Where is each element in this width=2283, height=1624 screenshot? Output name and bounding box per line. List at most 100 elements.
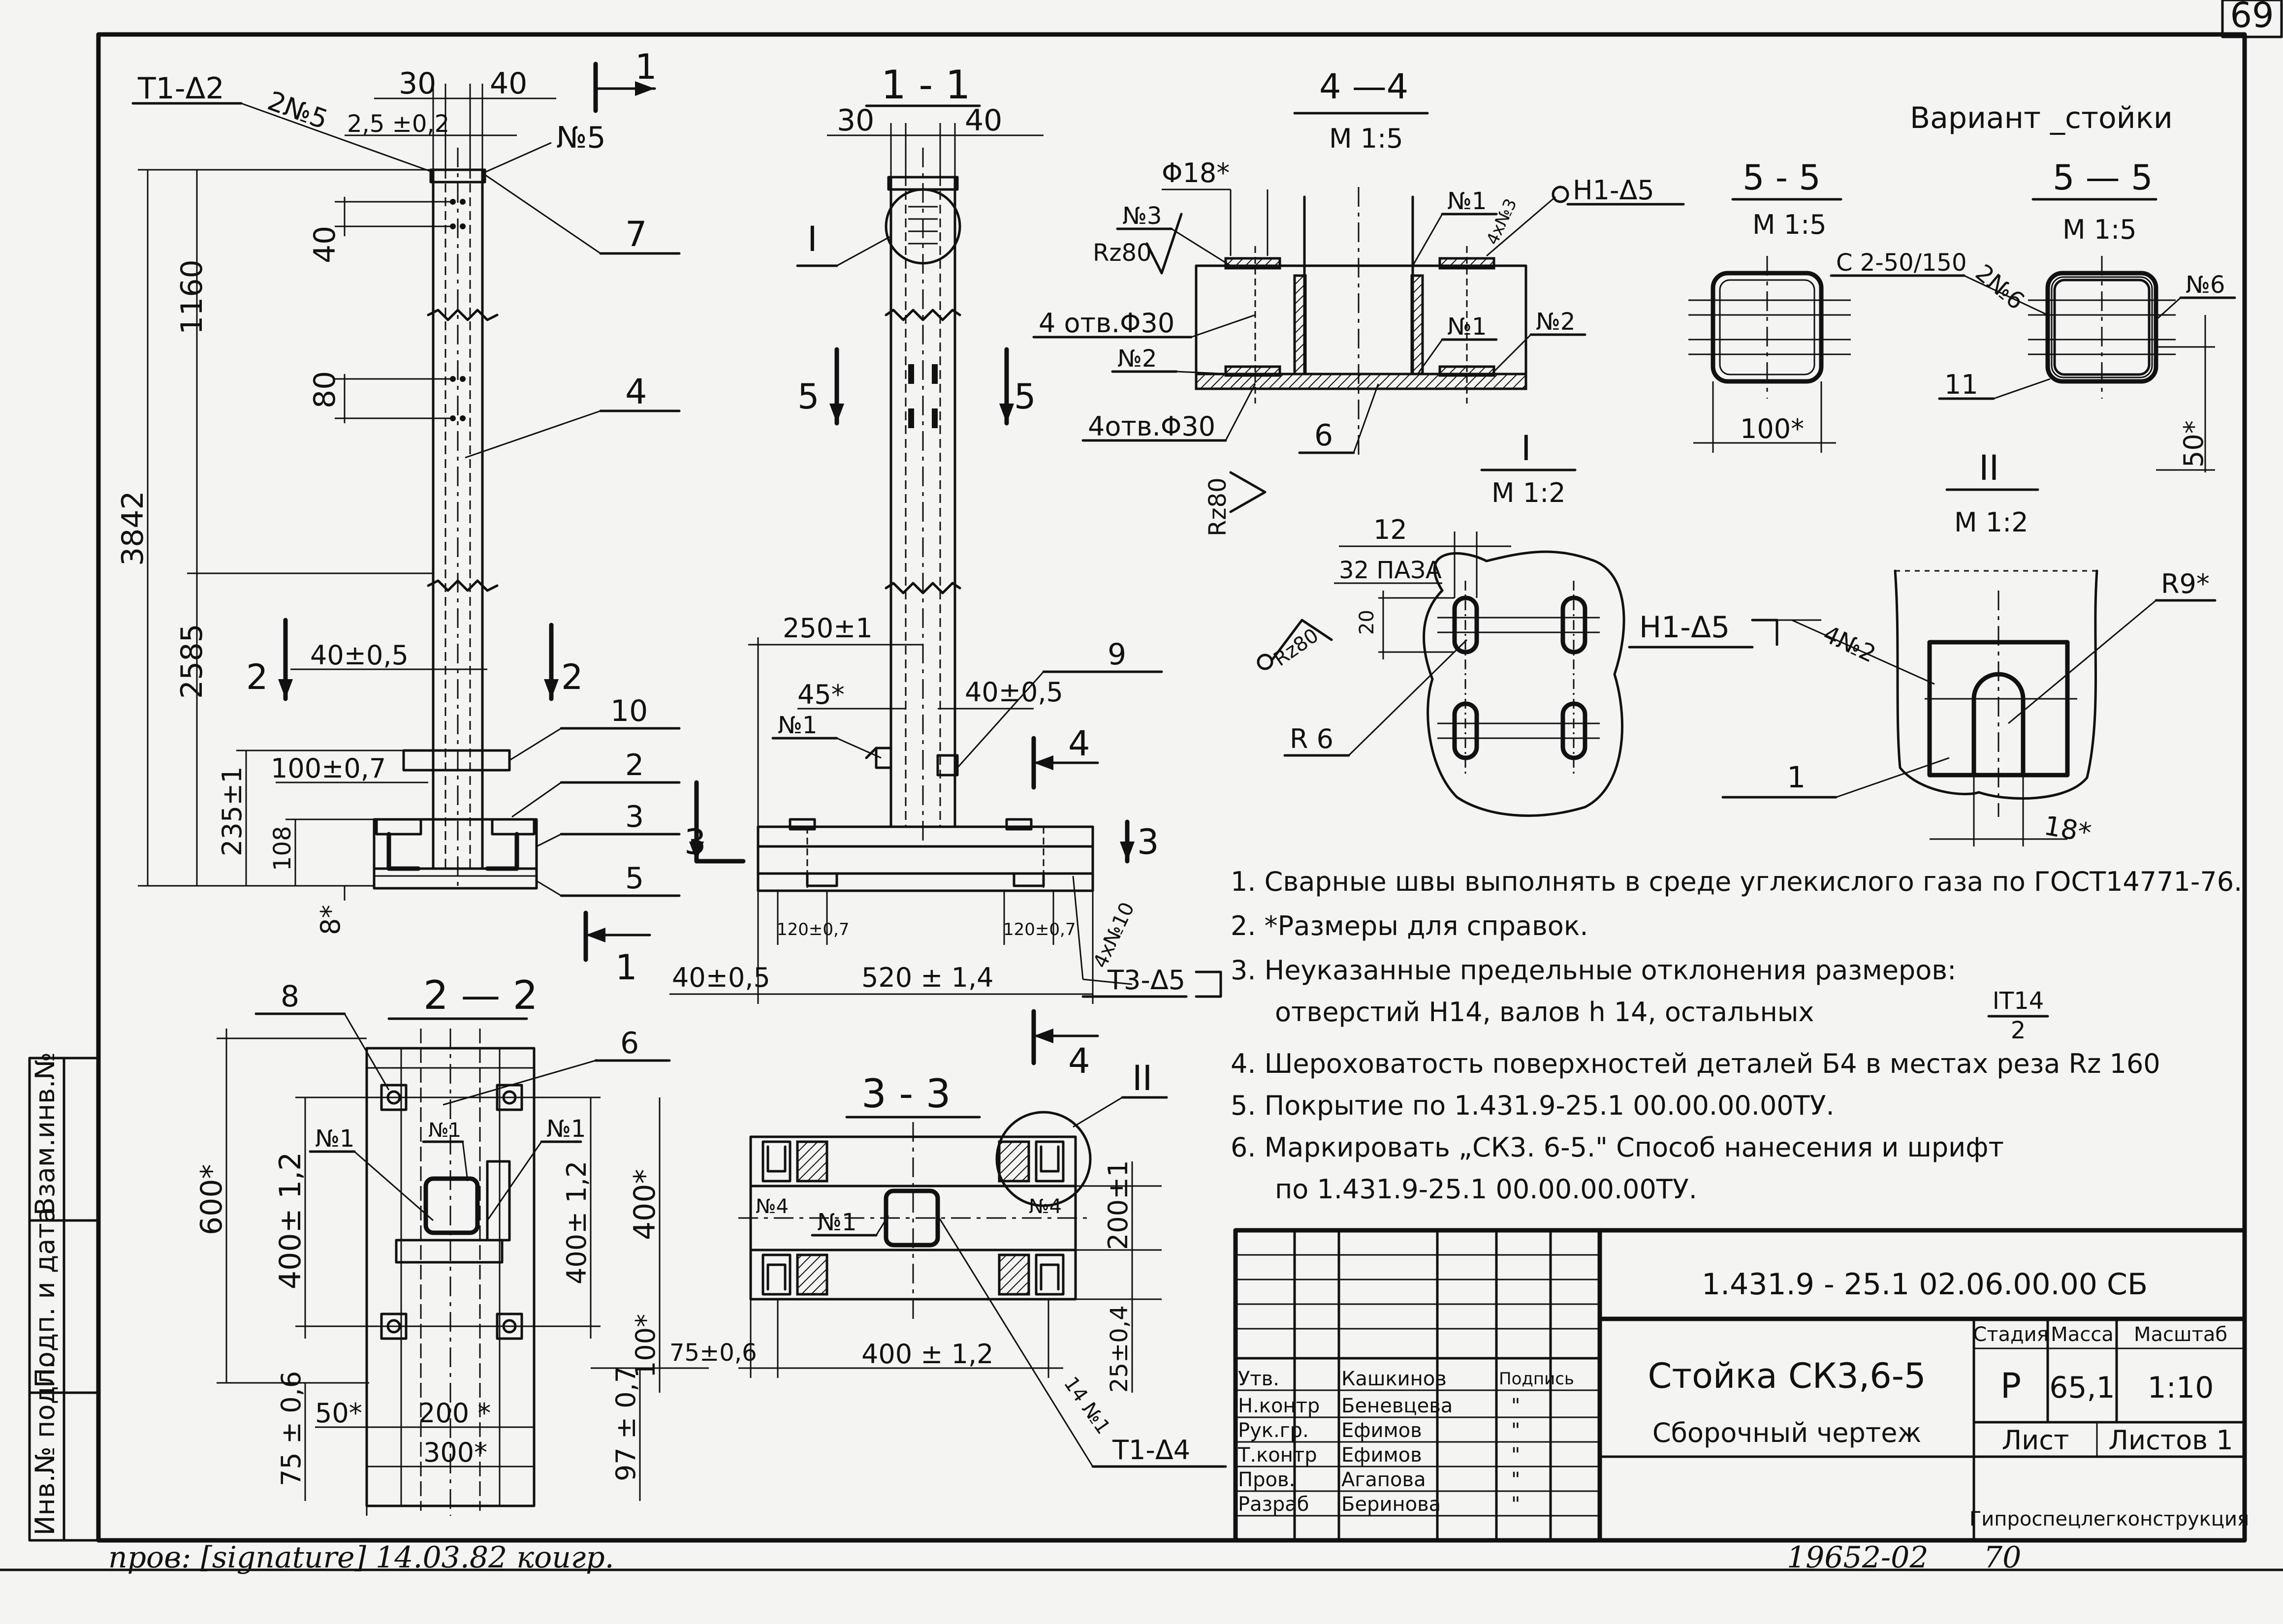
svg-text:Стадия: Стадия — [1973, 1323, 2048, 1346]
note-6: 6. Маркировать „СК3. 6-5." Способ нанесе… — [1231, 1132, 2004, 1163]
section-5-5-b: 5 — 5 М 1:5 С 2-50/150 2№6 №6 11 50* — [1830, 157, 2236, 472]
svg-text:Rz80: Rz80 — [1093, 239, 1152, 267]
svg-text:№1: №1 — [817, 1209, 856, 1236]
svg-text:Т.контр: Т.контр — [1237, 1444, 1317, 1467]
svg-text:Ефимов: Ефимов — [1341, 1444, 1422, 1467]
note-1: 1. Сварные швы выполнять в среде углекис… — [1231, 866, 2242, 897]
section-1-1-title: 1 - 1 — [881, 62, 971, 108]
svg-text:№1: №1 — [428, 1119, 461, 1142]
svg-text:Рук.гр.: Рук.гр. — [1238, 1419, 1309, 1442]
svg-text:М 1:5: М 1:5 — [1329, 123, 1403, 154]
svg-text:№2: №2 — [1117, 345, 1157, 373]
svg-text:2,5 ±0,2: 2,5 ±0,2 — [347, 110, 449, 138]
svg-text:10: 10 — [610, 694, 648, 728]
svg-text:25±0,4: 25±0,4 — [1106, 1305, 1133, 1393]
svg-text:75 ± 0,6: 75 ± 0,6 — [276, 1371, 307, 1486]
svg-text:2 — 2: 2 — 2 — [423, 972, 538, 1018]
svg-text:400± 1,2: 400± 1,2 — [561, 1161, 592, 1284]
svg-text:": " — [1511, 1395, 1520, 1417]
note-5: 5. Покрытие по 1.431.9-25.1 00.00.00.00Т… — [1231, 1090, 1835, 1121]
svg-text:Разраб: Разраб — [1238, 1493, 1309, 1516]
svg-text:11: 11 — [1944, 369, 1978, 400]
note-4: 4. Шероховатость поверхностей деталей Б4… — [1231, 1048, 2160, 1079]
title-doc-type: Сборочный чертеж — [1652, 1417, 1921, 1448]
svg-text:2№6: 2№6 — [1970, 259, 2029, 315]
svg-text:Кашкинов: Кашкинов — [1341, 1368, 1447, 1390]
svg-text:Rz80: Rz80 — [1204, 477, 1232, 536]
svg-text:№3: №3 — [1122, 202, 1162, 230]
svg-text:№1: №1 — [1447, 313, 1487, 341]
svg-text:2585: 2585 — [175, 624, 209, 699]
svg-text:12: 12 — [1373, 514, 1407, 545]
svg-text:": " — [1511, 1444, 1520, 1467]
title-block: 1.431.9 - 25.1 02.06.00.00 СБ Стойка СК3… — [1233, 1228, 2249, 1543]
svg-text:600*: 600* — [194, 1164, 229, 1235]
note-3: 3. Неуказанные предельные отклонения раз… — [1231, 955, 1956, 986]
svg-text:Φ18*: Φ18* — [1162, 157, 1230, 188]
section-4-4: 4 —4 М 1:5 Φ18* №3 Rz80 4 отв.Φ30 №2 4от… — [1032, 66, 1685, 536]
svg-text:75±0,6: 75±0,6 — [669, 1339, 757, 1367]
stamp-inv: Инв.№ подл. — [30, 1361, 61, 1535]
svg-text:40±0,5: 40±0,5 — [965, 677, 1063, 708]
svg-text:С 2-50/150: С 2-50/150 — [1836, 249, 1967, 277]
svg-text:№1: №1 — [546, 1115, 586, 1143]
stamp-replace: Взам.инв.№ — [30, 1052, 61, 1216]
svg-text:3: 3 — [684, 822, 706, 862]
svg-text:200 *: 200 * — [418, 1398, 491, 1429]
svg-text:9: 9 — [1108, 637, 1126, 672]
note-2: 2. *Размеры для справок. — [1231, 910, 1588, 941]
archive-number: 19652-02 — [1787, 1540, 1929, 1575]
svg-text:Масса: Масса — [2051, 1323, 2114, 1346]
svg-text:№1: №1 — [1447, 187, 1487, 215]
svg-text:Т1-Δ4: Т1-Δ4 — [1112, 1435, 1190, 1466]
svg-text:32 ПАЗА: 32 ПАЗА — [1339, 557, 1442, 584]
svg-text:520 ± 1,4: 520 ± 1,4 — [861, 962, 994, 993]
svg-text:2№5: 2№5 — [264, 85, 332, 135]
svg-text:I: I — [807, 219, 818, 259]
svg-text:4: 4 — [625, 372, 647, 412]
svg-text:100*: 100* — [630, 1314, 661, 1378]
svg-text:Листов 1: Листов 1 — [2108, 1425, 2233, 1456]
svg-text:Лист: Лист — [2002, 1425, 2069, 1456]
svg-text:№2: №2 — [1536, 308, 1575, 336]
section-2-2: 2 — 2 8 6 №1 №1 №1 600* 400± 1,2 — [194, 972, 757, 1516]
svg-text:2: 2 — [561, 657, 583, 697]
svg-text:4: 4 — [1068, 723, 1090, 764]
section-3-3: 3 - 3 II №4 №1 №4 200±1 25±0,4 400 ± — [738, 1058, 1227, 1468]
svg-text:№4: №4 — [1029, 1195, 1062, 1218]
svg-text:1: 1 — [635, 47, 657, 87]
stamp-sign: Подп. и дата — [30, 1207, 61, 1388]
svg-text:Н.контр: Н.контр — [1238, 1395, 1320, 1417]
note-6b: по 1.431.9-25.1 00.00.00.00ТУ. — [1275, 1174, 1697, 1205]
svg-text:5 - 5: 5 - 5 — [1743, 157, 1821, 198]
svg-text:4х№10: 4х№10 — [1089, 899, 1139, 971]
svg-text:40±0,5: 40±0,5 — [672, 962, 770, 993]
svg-text:30: 30 — [837, 103, 874, 138]
svg-text:40: 40 — [308, 226, 342, 263]
svg-text:1: 1 — [615, 947, 637, 988]
svg-text:6: 6 — [1314, 418, 1333, 453]
tolerance-numerator: IT14 — [1993, 987, 2044, 1015]
svg-text:80: 80 — [308, 371, 342, 408]
variant-label: Вариант _стойки — [1910, 101, 2173, 135]
svg-text:20: 20 — [1356, 610, 1378, 635]
svg-text:Беневцева: Беневцева — [1341, 1395, 1453, 1417]
weld-mark-t1: Т1-Δ2 — [137, 71, 224, 106]
svg-text:40: 40 — [965, 103, 1002, 138]
title-designation: 1.431.9 - 25.1 02.06.00.00 СБ — [1702, 1267, 2148, 1302]
svg-text:№5: №5 — [556, 121, 606, 155]
svg-text:№1: №1 — [315, 1125, 354, 1153]
svg-text:Беринова: Беринова — [1341, 1493, 1441, 1516]
sheet-frame — [96, 32, 2247, 1543]
front-view: 30 40 2,5 ±0,2 Т1-Δ2 2№5 №5 1 1 7 4 10 2 — [116, 47, 681, 988]
svg-text:": " — [1511, 1468, 1520, 1491]
svg-text:№1: №1 — [778, 712, 817, 739]
svg-text:4отв.Φ30: 4отв.Φ30 — [1088, 411, 1215, 442]
svg-text:Н1-Δ5: Н1-Δ5 — [1573, 175, 1654, 206]
svg-text:7: 7 — [625, 214, 647, 254]
svg-text:250±1: 250±1 — [783, 613, 873, 644]
tolerance-denominator: 2 — [2011, 1017, 2026, 1044]
svg-text:Пров.: Пров. — [1238, 1468, 1295, 1491]
svg-text:5: 5 — [797, 376, 820, 417]
